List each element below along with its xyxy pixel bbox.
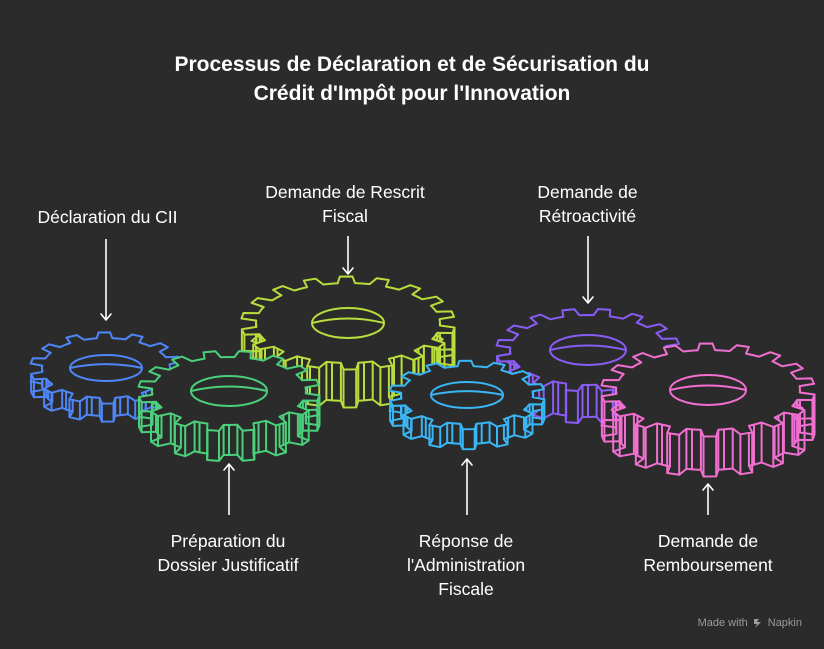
- arrow-remboursement: [702, 483, 714, 515]
- step-label-rescrit-line-2: Fiscal: [322, 206, 368, 226]
- step-label-declaration-line-1: Déclaration du CII: [37, 207, 178, 227]
- gear-preparation-top-face: [137, 350, 321, 432]
- step-label-retroactivite-line-1: Demande de: [537, 182, 638, 202]
- arrow-rescrit: [342, 236, 354, 275]
- title-line-1: Processus de Déclaration et de Sécurisat…: [174, 53, 650, 76]
- step-label-remboursement-line-2: Remboursement: [643, 555, 773, 575]
- step-label-preparation-line-1: Préparation du: [170, 531, 286, 551]
- gear-reponse-top-face: [388, 359, 546, 431]
- step-label-rescrit-line-1: Demande de Rescrit: [265, 182, 425, 202]
- step-label-preparation: Préparation du Dossier Justificatif: [128, 529, 328, 577]
- arrow-retroactivite: [582, 236, 594, 304]
- title-line-2: Crédit d'Impôt pour l'Innovation: [253, 82, 571, 105]
- step-label-reponse: Réponse de l'Administration Fiscale: [376, 529, 556, 601]
- watermark-prefix: Made with: [697, 617, 748, 629]
- arrow-reponse: [461, 458, 473, 515]
- gears-layer: [29, 275, 816, 478]
- diagram-title: Processus de Déclaration et de Sécurisat…: [0, 50, 824, 108]
- gear-declaration-hub-inner: [69, 363, 143, 369]
- step-label-retroactivite-line-2: Rétroactivité: [538, 206, 637, 226]
- gear-remboursement-hub-inner: [669, 384, 747, 391]
- gear-preparation-hub-inner: [190, 385, 268, 392]
- gear-reponse-hub-inner: [430, 390, 504, 396]
- step-label-rescrit: Demande de Rescrit Fiscal: [245, 180, 445, 228]
- step-label-retroactivite: Demande de Rétroactivité: [505, 180, 670, 228]
- arrow-declaration: [100, 239, 112, 321]
- step-label-remboursement-line-1: Demande de: [657, 531, 759, 551]
- gear-remboursement: [600, 342, 816, 478]
- arrow-preparation: [223, 463, 235, 515]
- gear-rescrit-top-face: [240, 275, 456, 371]
- gear-preparation: [137, 350, 321, 462]
- step-label-preparation-line-2: Dossier Justificatif: [157, 555, 299, 575]
- gear-rescrit-hub-inner: [311, 317, 385, 324]
- napkin-logo-icon: [753, 619, 761, 628]
- watermark-brand: Napkin: [767, 617, 802, 629]
- gear-reponse: [388, 359, 546, 451]
- arrows-layer: [100, 236, 714, 515]
- step-label-remboursement: Demande de Remboursement: [618, 529, 798, 577]
- gear-remboursement-top-face: [600, 342, 816, 438]
- step-label-declaration: Déclaration du CII: [20, 205, 195, 229]
- step-label-reponse-line-1: Réponse de: [418, 531, 514, 551]
- step-label-reponse-line-2: l'Administration: [406, 555, 526, 575]
- gear-retroactivite-hub-inner: [549, 344, 627, 351]
- step-label-reponse-line-3: Fiscale: [438, 579, 494, 599]
- made-with-napkin-watermark[interactable]: Made with Napkin: [698, 617, 802, 629]
